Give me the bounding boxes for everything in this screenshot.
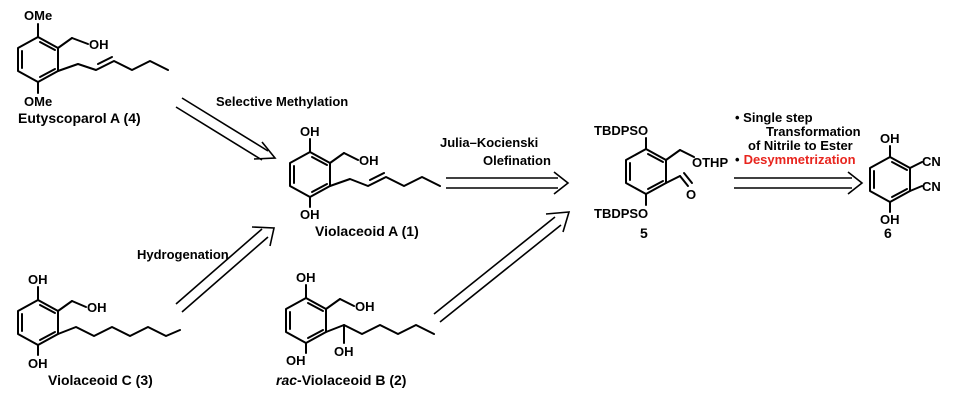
violaceoid-c-structure: OH OH OH — [17, 272, 181, 371]
note-desymmetrization-bullet: • — [735, 152, 740, 167]
violaceoid-c-oh-top: OH — [28, 272, 48, 287]
compound-6-label: 6 — [884, 225, 892, 241]
eutyscoparol-oh: OH — [89, 37, 109, 52]
compound-6-structure: OH CN CN OH — [869, 131, 941, 227]
note-nitrile-to-ester: of Nitrile to Ester — [748, 138, 853, 153]
note-transformation: Transformation — [766, 124, 861, 139]
final-step-notes: • Single step Transformation of Nitrile … — [735, 110, 861, 167]
hydrogenation-label: Hydrogenation — [137, 247, 229, 262]
eutyscoparol-a-label: Eutyscoparol A (4) — [18, 110, 141, 126]
selective-methylation-label: Selective Methylation — [216, 94, 348, 109]
violaceoid-b-oh-side: OH — [334, 344, 354, 359]
violaceoid-a-oh-bottom: OH — [300, 207, 320, 222]
violaceoid-b-label-prefix: rac — [276, 372, 297, 388]
note-desymmetrization-line: • Desymmetrization — [735, 152, 856, 167]
note-single-step: • Single step — [735, 110, 813, 125]
compound-5-structure: TBDPSO OTHP O TBDPSO — [594, 123, 728, 221]
compound-5-tbdpso-bottom: TBDPSO — [594, 206, 648, 221]
violaceoid-c-ch2oh: OH — [87, 300, 107, 315]
violaceoid-b-structure: OH OH OH OH — [285, 270, 435, 368]
arrow-julia-kocienski — [446, 171, 570, 195]
arrow-hydrogenation — [175, 226, 275, 313]
violaceoid-b-oh-bottom: OH — [286, 353, 306, 368]
julia-kocienski-label: Julia–Kocienski — [440, 135, 538, 150]
violaceoid-a-ch2oh: OH — [359, 153, 379, 168]
arrow-methylation — [175, 97, 277, 161]
violaceoid-c-oh-bottom: OH — [28, 356, 48, 371]
note-desymmetrization: Desymmetrization — [744, 152, 856, 167]
compound-5-aldehyde-o: O — [686, 187, 696, 202]
compound-6-cn2: CN — [922, 179, 941, 194]
violaceoid-b-label: rac-Violaceoid B (2) — [276, 372, 406, 388]
compound-6-cn1: CN — [922, 154, 941, 169]
violaceoid-a-structure: OH OH OH — [289, 124, 441, 222]
compound-6-oh-bottom: OH — [880, 212, 900, 227]
violaceoid-b-label-suffix: -Violaceoid B (2) — [297, 372, 406, 388]
eutyscoparol-a-structure: OMe OH OMe — [17, 8, 169, 109]
violaceoid-a-label: Violaceoid A (1) — [315, 223, 419, 239]
violaceoid-a-oh-top: OH — [300, 124, 320, 139]
violaceoid-b-ch2oh: OH — [355, 299, 375, 314]
olefination-label: Olefination — [483, 153, 551, 168]
violaceoid-b-oh-top: OH — [296, 270, 316, 285]
arrow-final-step — [734, 171, 864, 195]
compound-5-label: 5 — [640, 225, 648, 241]
compound-5-tbdpso-top: TBDPSO — [594, 123, 648, 138]
compound-6-oh-top: OH — [880, 131, 900, 146]
eutyscoparol-ome-bottom: OMe — [24, 94, 52, 109]
violaceoid-c-label: Violaceoid C (3) — [48, 372, 153, 388]
compound-5-othp: OTHP — [692, 155, 728, 170]
arrow-violaceoid-b-to-5 — [433, 211, 571, 323]
eutyscoparol-ome-top: OMe — [24, 8, 52, 23]
